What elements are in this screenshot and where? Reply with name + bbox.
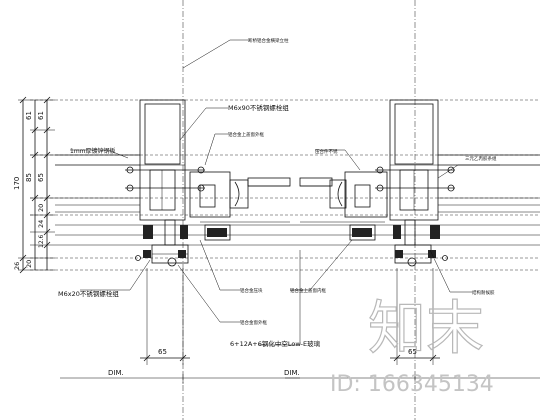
right-window-frame — [299, 171, 388, 241]
bolts-right — [375, 166, 455, 267]
dim-label-left: DIM. — [108, 369, 124, 377]
dim-65: 65 — [37, 173, 45, 182]
watermark: 知末 ID: 166345134 — [330, 293, 494, 397]
annotations: 断桥铝合金横梁立柱 M6x90不锈钢螺栓组 铝合金上盖窗外框 1mm厚镀锌钢板 … — [58, 37, 497, 348]
label-alu-profile-bottom: 铝合金压块 — [240, 287, 263, 294]
bottom-dim-right: 65 — [408, 348, 417, 356]
watermark-id: ID: 166345134 — [330, 372, 494, 397]
gaskets-left — [143, 225, 188, 258]
leader-lines — [70, 39, 500, 346]
left-window-frame — [189, 171, 291, 241]
label-m6x90: M6x90不锈钢螺栓组 — [228, 103, 289, 112]
label-alu-frame-bottom: 铝合金窗外框 — [240, 319, 267, 326]
label-steel-plate: 1mm厚镀锌钢板 — [70, 147, 116, 155]
label-glass: 6+12A+6钢化中空Low-E玻璃 — [230, 339, 321, 348]
watermark-logo: 知末 — [368, 294, 484, 362]
right-wall-panel — [438, 154, 540, 213]
label-alu-part-right: 压合件不锈 — [315, 148, 338, 155]
label-sealant: 结构耐候胶 — [472, 289, 495, 296]
dim-20-b: 20 — [25, 260, 33, 268]
label-m6x20: M6x20不锈钢螺栓组 — [58, 289, 119, 298]
dim-61-upper: 61 — [37, 111, 45, 120]
label-alu-cover-bottom: 铝合金上盖窗内框 — [290, 287, 326, 294]
bottom-dim-left: 65 — [158, 348, 167, 356]
left-mullion — [139, 99, 189, 264]
bottom-dimensions: 65 65 DIM. DIM. — [60, 268, 540, 384]
bolts-left — [125, 166, 205, 267]
dim-label-right: DIM. — [284, 369, 300, 377]
dim-61-lower: 61 — [25, 111, 33, 120]
label-alu-cover-left: 铝合金上盖窗外框 — [228, 131, 264, 138]
dim-85: 85 — [25, 173, 33, 182]
gaskets-right — [393, 225, 440, 258]
dim-170: 170 — [13, 177, 21, 190]
left-dimension-chain: 61 61 65 85 20 24 12.6 20 26 170 — [13, 96, 55, 274]
reference-lines — [30, 99, 540, 271]
dim-12-6: 12.6 — [38, 234, 45, 248]
left-wall-panel — [55, 154, 140, 213]
dim-26: 26 — [13, 262, 21, 270]
dim-20-a: 20 — [37, 204, 45, 212]
label-top-frame: 断桥铝合金横梁立柱 — [248, 37, 289, 44]
label-epdm-right: 三元乙丙胶条组 — [465, 155, 497, 162]
dim-24: 24 — [37, 220, 45, 228]
